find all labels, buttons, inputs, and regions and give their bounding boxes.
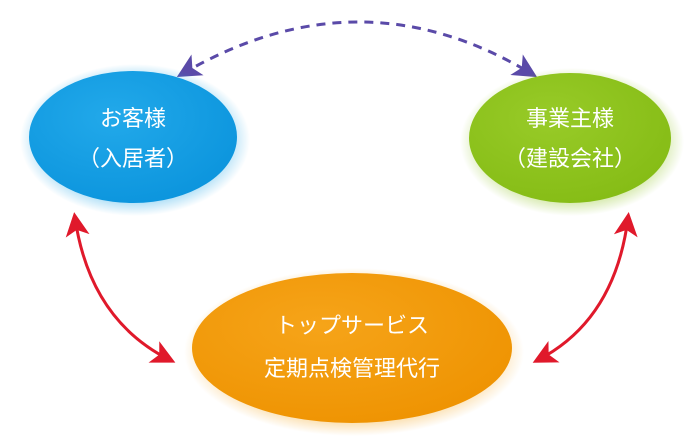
node-service: トップサービス 定期点検管理代行 (184, 268, 524, 436)
node-customer: お客様 （入居者） (20, 64, 250, 216)
node-service-line1: トップサービス (275, 314, 429, 339)
connector-owner-service (532, 212, 638, 363)
node-service-line2: 定期点検管理代行 (264, 357, 440, 382)
node-owner-line2: （建設会社） (504, 147, 636, 172)
connector-customer-owner (176, 20, 538, 78)
node-customer-shape (29, 71, 237, 203)
node-customer-line1: お客様 (100, 107, 166, 132)
node-owner-line1: 事業主様 (526, 107, 614, 132)
node-owner-shape (469, 73, 671, 203)
node-service-shape (192, 273, 512, 423)
node-customer-line2: （入居者） (78, 147, 188, 172)
connector-customer-service (65, 212, 176, 363)
node-owner: 事業主様 （建設会社） (460, 68, 684, 216)
